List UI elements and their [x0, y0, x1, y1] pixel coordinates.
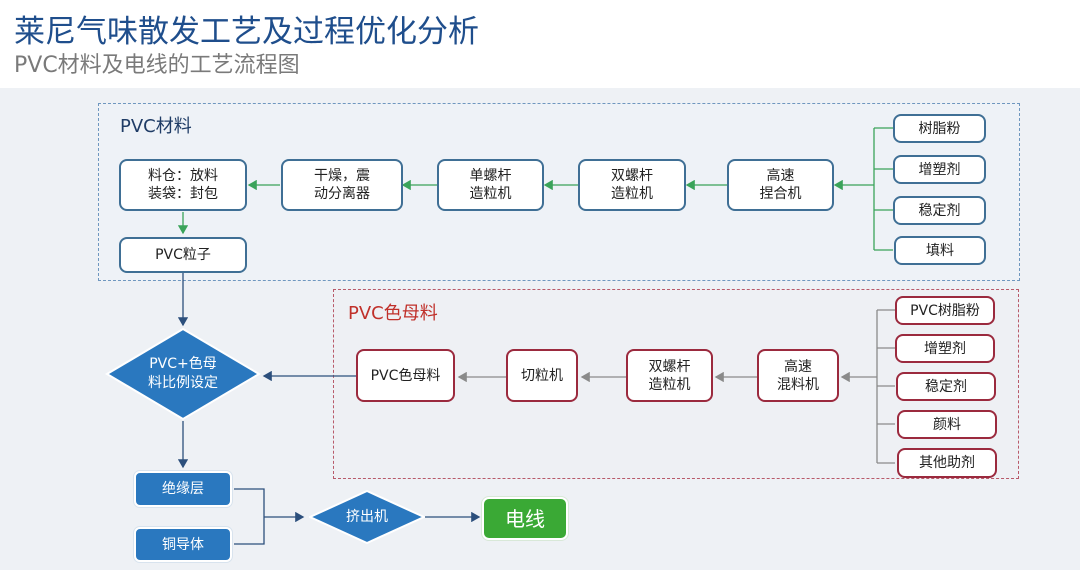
node-silo-packing: 料仓：放料 装袋：封包	[119, 159, 247, 211]
node-dryer-separator: 干燥，震 动分离器	[281, 159, 403, 211]
pvc-material-group-label: PVC材料	[120, 116, 192, 137]
decision-extruder: 挤出机	[309, 490, 425, 544]
node-output-wire: 电线	[482, 497, 568, 540]
input-plasticizer: 增塑剂	[893, 155, 986, 184]
node-high-speed-kneader: 高速 捏合机	[727, 159, 834, 211]
input-resin-powder: 树脂粉	[893, 114, 986, 143]
node-masterbatch-twin-screw: 双螺杆 造粒机	[626, 349, 713, 402]
input-pvc-resin-powder: PVC树脂粉	[895, 296, 995, 325]
decision-ratio-shape	[105, 327, 261, 421]
input-stabilizer: 稳定剂	[893, 196, 986, 225]
decision-ratio-setting: PVC+色母 料比例设定	[105, 327, 261, 421]
page-title: 莱尼气味散发工艺及过程优化分析	[14, 14, 479, 50]
node-copper-conductor: 铜导体	[134, 527, 232, 562]
input-other-additives: 其他助剂	[897, 448, 997, 478]
node-twin-screw-pelletizer: 双螺杆 造粒机	[578, 159, 686, 211]
input-pigment: 颜料	[897, 410, 997, 439]
node-insulation-layer: 绝缘层	[134, 471, 232, 507]
node-pelletizer: 切粒机	[506, 349, 578, 402]
node-pvc-pellets: PVC粒子	[119, 237, 247, 273]
extruder-label: 挤出机	[346, 508, 388, 525]
node-high-speed-mixer: 高速 混料机	[757, 349, 839, 402]
input-mb-plasticizer: 增塑剂	[895, 334, 995, 363]
node-pvc-masterbatch: PVC色母料	[356, 349, 455, 402]
page-subtitle: PVC材料及电线的工艺流程图	[14, 53, 300, 78]
input-mb-stabilizer: 稳定剂	[896, 372, 996, 401]
extruder-shape	[309, 490, 425, 544]
decision-ratio-label: PVC+色母 料比例设定	[148, 356, 218, 391]
pvc-material-group	[98, 103, 1020, 281]
input-filler: 填料	[894, 236, 986, 265]
node-single-screw-pelletizer: 单螺杆 造粒机	[437, 159, 544, 211]
pvc-masterbatch-group-label: PVC色母料	[348, 303, 438, 324]
